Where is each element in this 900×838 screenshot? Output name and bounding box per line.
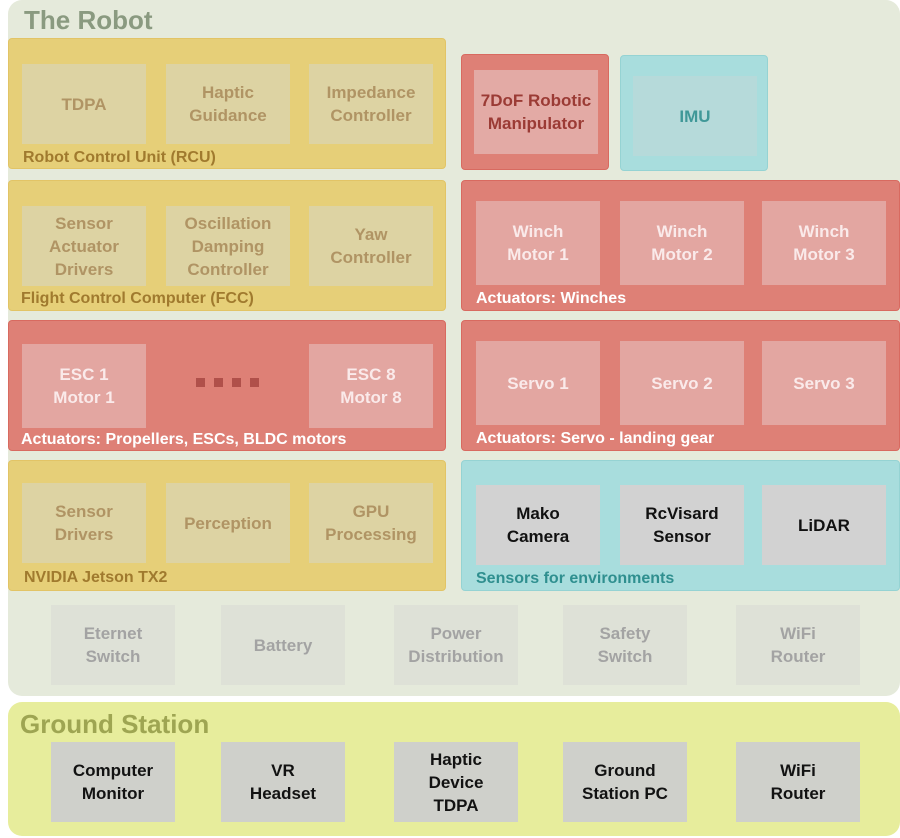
esc-1-box: ESC 1 Motor 1 [22,344,146,428]
jetson-label: NVIDIA Jetson TX2 [24,569,168,586]
manipulator-box: 7DoF Robotic Manipulator [474,70,598,154]
fcc-label: Flight Control Computer (FCC) [21,290,254,307]
wifi-router-ground-box: WiFi Router [736,742,860,822]
servos-group: Servo 1 Servo 2 Servo 3 Actuators: Servo… [461,320,900,451]
winch-motor-2-box: Winch Motor 2 [620,201,744,285]
perception-box: Perception [166,483,290,563]
haptic-device-box: Haptic Device TDPA [394,742,518,822]
lidar-box: LiDAR [762,485,886,565]
sensors-label: Sensors for environments [476,570,675,587]
manipulator-group: 7DoF Robotic Manipulator [461,54,609,170]
imu-box: IMU [633,76,757,156]
fcc-group: Sensor Actuator Drivers Oscillation Damp… [8,180,446,311]
imu-group: IMU [620,55,768,171]
ellipsis-dots [196,378,259,387]
propellers-label: Actuators: Propellers, ESCs, BLDC motors [21,431,347,448]
power-distribution-box: Power Distribution [394,605,518,685]
servos-label: Actuators: Servo - landing gear [476,430,715,447]
robot-title: The Robot [24,5,153,35]
servo-3-box: Servo 3 [762,341,886,425]
winch-motor-1-box: Winch Motor 1 [476,201,600,285]
computer-monitor-box: Computer Monitor [51,742,175,822]
propellers-group: ESC 1 Motor 1 ESC 8 Motor 8 Actuators: P… [8,320,446,451]
rcu-label: Robot Control Unit (RCU) [23,149,216,166]
mako-camera-box: Mako Camera [476,485,600,565]
jetson-group: Sensor Drivers Perception GPU Processing… [8,460,446,591]
winch-motor-3-box: Winch Motor 3 [762,201,886,285]
oscillation-damping-box: Oscillation Damping Controller [166,206,290,286]
ground-station-pc-box: Ground Station PC [563,742,687,822]
sensor-drivers-box: Sensor Drivers [22,483,146,563]
battery-box: Battery [221,605,345,685]
gpu-processing-box: GPU Processing [309,483,433,563]
servo-2-box: Servo 2 [620,341,744,425]
tdpa-box: TDPA [22,64,146,144]
servo-1-box: Servo 1 [476,341,600,425]
rcvisard-sensor-box: RcVisard Sensor [620,485,744,565]
safety-switch-box: Safety Switch [563,605,687,685]
sensor-actuator-drivers-box: Sensor Actuator Drivers [22,206,146,286]
rcu-group: TDPA Haptic Guidance Impedance Controlle… [8,38,446,169]
wifi-router-robot-box: WiFi Router [736,605,860,685]
winches-group: Winch Motor 1 Winch Motor 2 Winch Motor … [461,180,900,311]
winches-label: Actuators: Winches [476,290,627,307]
impedance-controller-box: Impedance Controller [309,64,433,144]
ethernet-switch-box: Eternet Switch [51,605,175,685]
sensors-group: Mako Camera RcVisard Sensor LiDAR Sensor… [461,460,900,591]
yaw-controller-box: Yaw Controller [309,206,433,286]
esc-8-box: ESC 8 Motor 8 [309,344,433,428]
vr-headset-box: VR Headset [221,742,345,822]
haptic-guidance-box: Haptic Guidance [166,64,290,144]
ground-station-title: Ground Station [20,709,210,739]
